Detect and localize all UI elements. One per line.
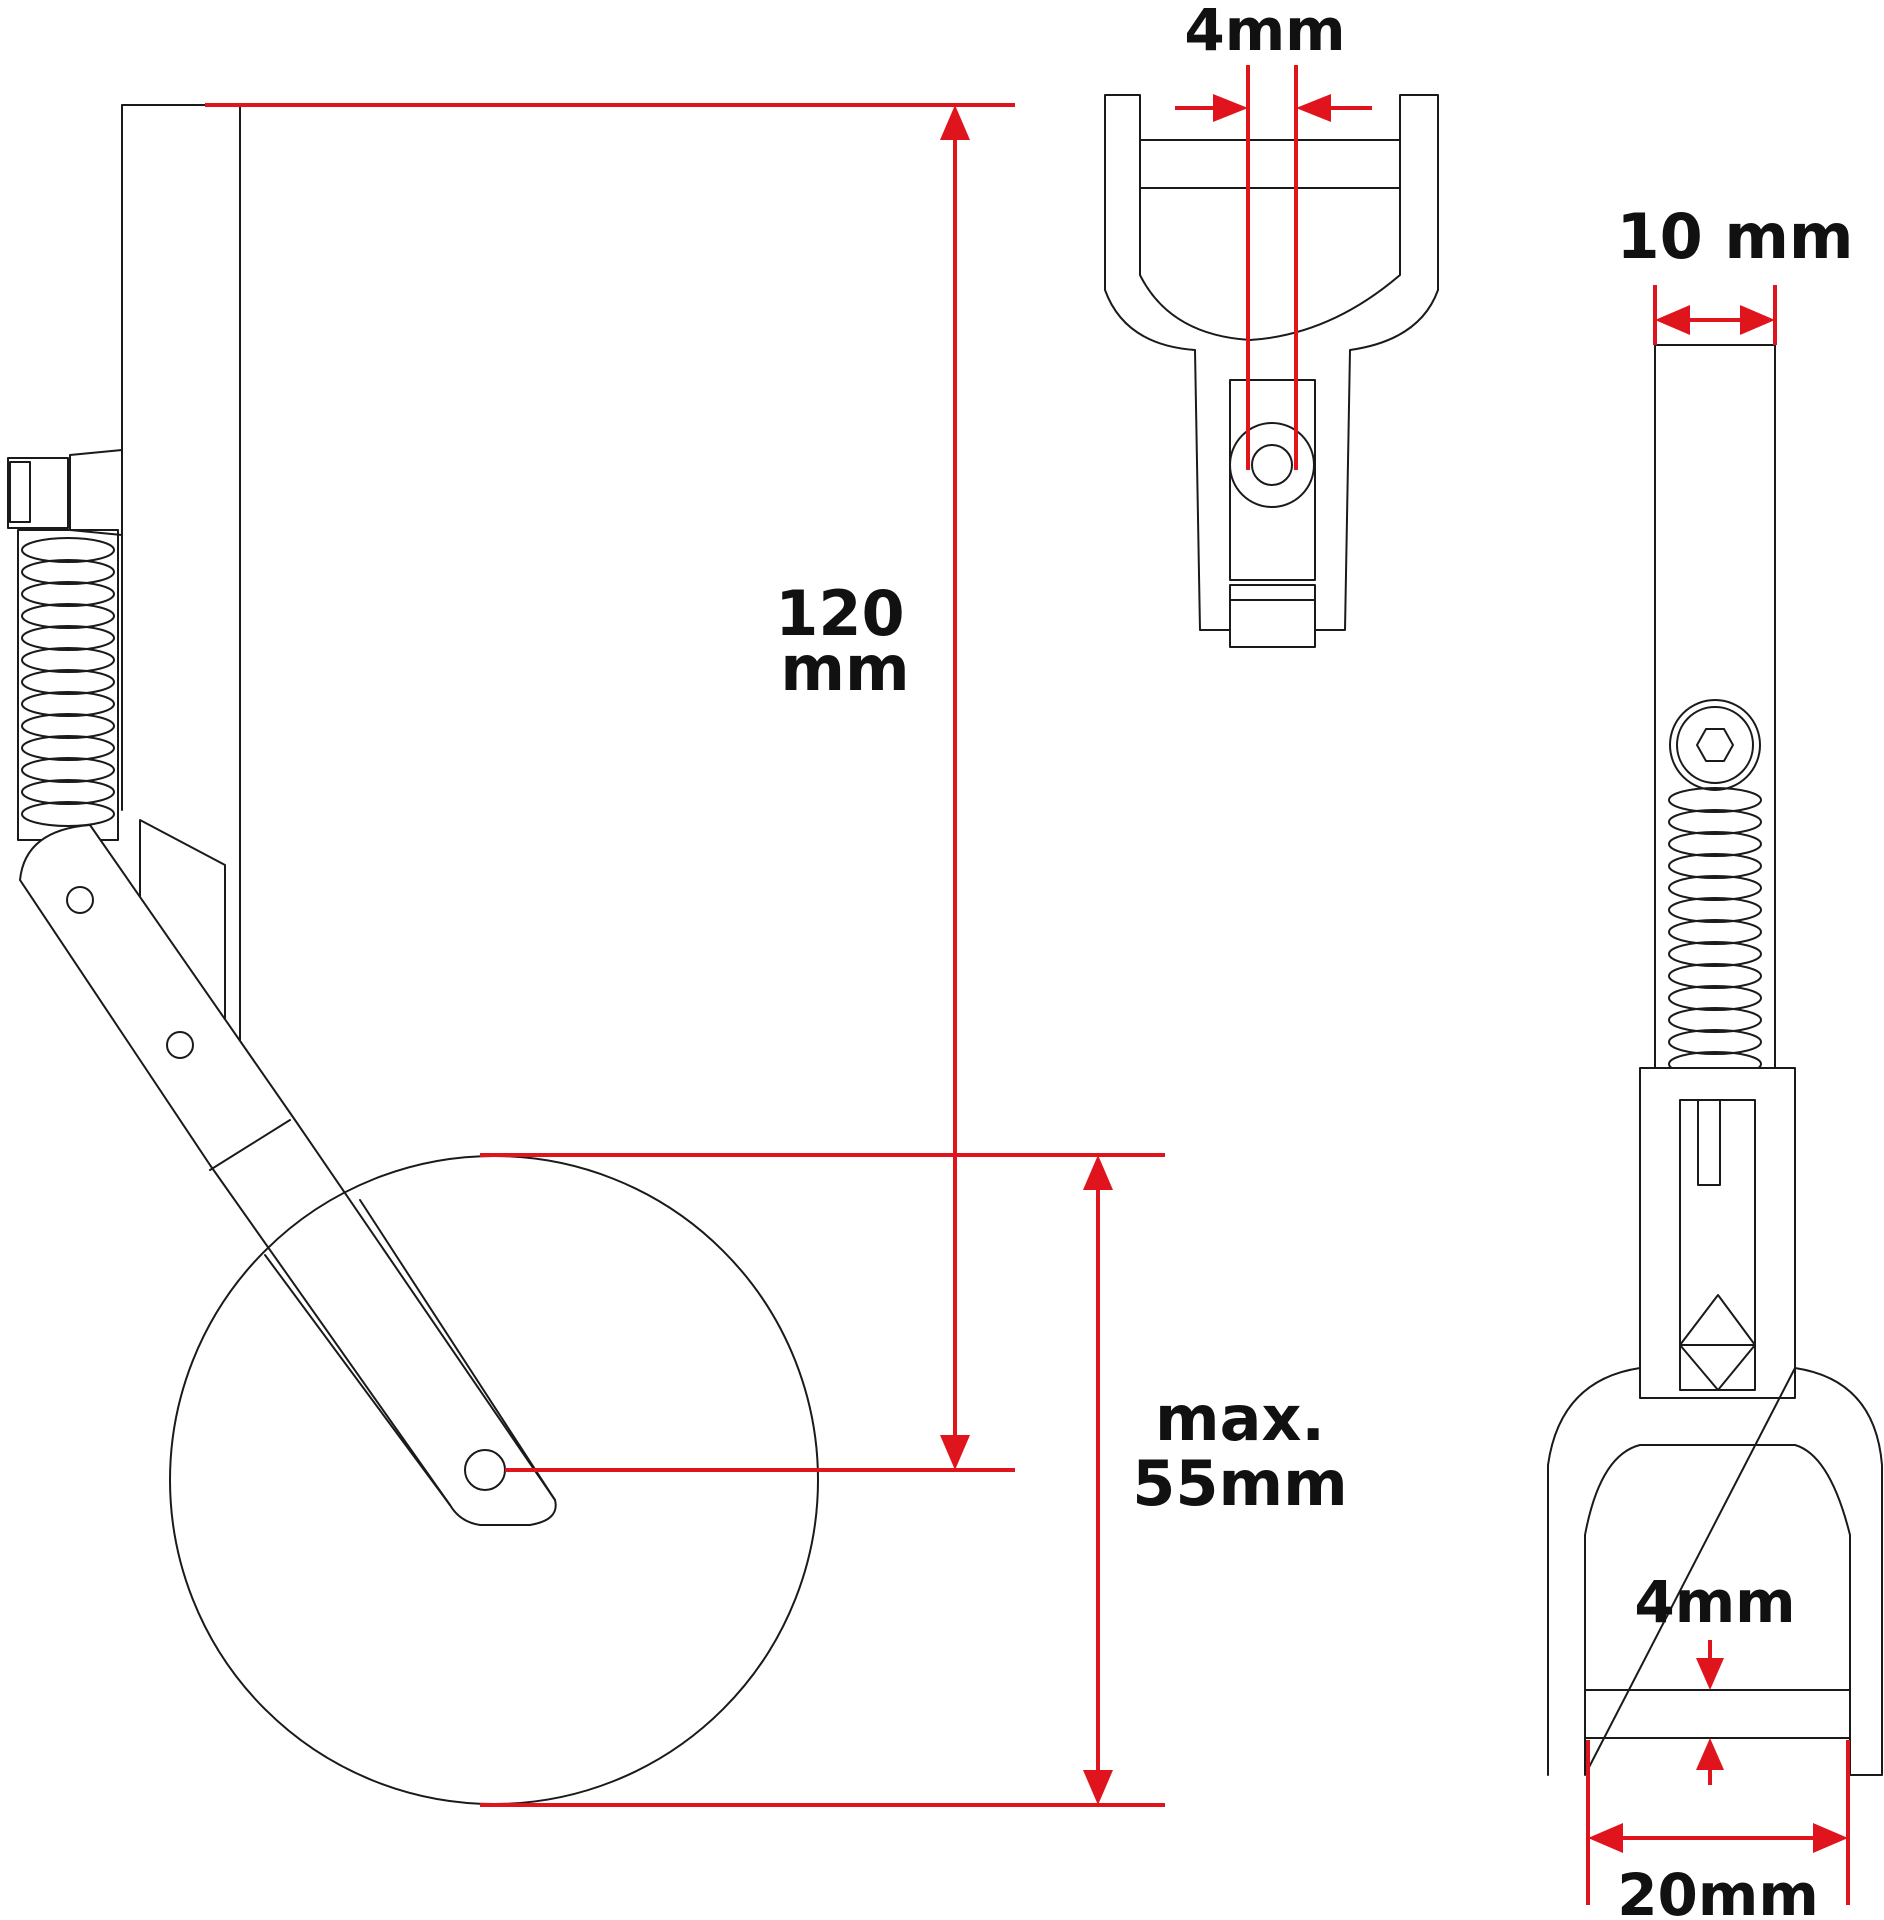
fork-width-dimension bbox=[1586, 1740, 1850, 1905]
axle-hole bbox=[464, 1449, 506, 1491]
fork-width-label: 20mm bbox=[1617, 1861, 1819, 1920]
spring-coil bbox=[1668, 875, 1762, 901]
spring-anchor-block bbox=[7, 457, 69, 529]
slot-top-label: 4mm bbox=[1184, 0, 1345, 64]
spring-coil bbox=[21, 713, 115, 739]
arm-width-label: 10 mm bbox=[1616, 200, 1853, 273]
height-label-unit: mm bbox=[780, 632, 909, 705]
arrow-up bbox=[940, 105, 970, 140]
arrow-down bbox=[1083, 1770, 1113, 1805]
arrow-right bbox=[1213, 94, 1248, 122]
top-view bbox=[1104, 94, 1439, 648]
spring-coil bbox=[1668, 963, 1762, 989]
spring-coil bbox=[1668, 853, 1762, 879]
spring-coil bbox=[21, 757, 115, 783]
side-spring bbox=[17, 529, 119, 841]
spring-coil bbox=[21, 581, 115, 607]
front-bolt-head bbox=[1669, 699, 1761, 791]
spring-coil bbox=[21, 691, 115, 717]
front-spring bbox=[1668, 787, 1762, 1077]
front-view bbox=[1547, 344, 1883, 1776]
arrow-right bbox=[1813, 1823, 1848, 1853]
spring-coil bbox=[21, 669, 115, 695]
spring-coil bbox=[21, 603, 115, 629]
arrow-left bbox=[1655, 305, 1690, 335]
top-fork-outline bbox=[1104, 94, 1439, 631]
arm-pivot-hole bbox=[66, 886, 94, 914]
spring-coil bbox=[1668, 1029, 1762, 1055]
height-dimension bbox=[205, 103, 1015, 1472]
arm-edge-left bbox=[264, 1254, 451, 1506]
arrow-right bbox=[1740, 305, 1775, 335]
arm-edge-right bbox=[359, 1199, 556, 1501]
spring-coil bbox=[1668, 809, 1762, 835]
wheel-label-prefix: max. bbox=[1155, 1382, 1325, 1455]
height-label-value: 120 bbox=[775, 577, 904, 650]
arm-middle-hole bbox=[166, 1031, 194, 1059]
spring-coil bbox=[21, 801, 115, 827]
top-bolt-inner bbox=[1251, 444, 1293, 486]
spring-coil bbox=[21, 559, 115, 585]
wheel-label-value: 55mm bbox=[1132, 1447, 1348, 1520]
spring-coil bbox=[21, 647, 115, 673]
arm-width-dimension bbox=[1653, 285, 1777, 345]
slot-top-dimension bbox=[1175, 65, 1372, 470]
top-clamp-foot bbox=[1229, 584, 1316, 648]
spring-coil bbox=[1668, 787, 1762, 813]
spring-anchor-detail bbox=[9, 461, 31, 523]
front-fork bbox=[1547, 1367, 1883, 1776]
spring-coil bbox=[1668, 985, 1762, 1011]
fork-slot-label: 4mm bbox=[1634, 1568, 1795, 1636]
spring-coil bbox=[1668, 919, 1762, 945]
arrow-down bbox=[940, 1435, 970, 1470]
swing-arm bbox=[19, 824, 557, 1526]
arrow-up bbox=[1696, 1738, 1724, 1770]
fork-slot-dimension bbox=[1696, 1640, 1724, 1785]
front-lower-block bbox=[1639, 1067, 1796, 1399]
spring-coil bbox=[21, 735, 115, 761]
spring-coil bbox=[21, 537, 115, 563]
arrow-left bbox=[1588, 1823, 1623, 1853]
wheel-dimension bbox=[480, 1153, 1165, 1807]
arrow-down bbox=[1696, 1658, 1724, 1690]
spring-coil bbox=[1668, 897, 1762, 923]
hex-socket-icon bbox=[1696, 728, 1734, 762]
spring-coil bbox=[1668, 831, 1762, 857]
spring-coil bbox=[21, 779, 115, 805]
spring-coil bbox=[1668, 1007, 1762, 1033]
front-key bbox=[1697, 1099, 1721, 1186]
spring-coil bbox=[1668, 941, 1762, 967]
spring-coil bbox=[21, 625, 115, 651]
arrow-left bbox=[1296, 94, 1331, 122]
arm-joint-line bbox=[209, 1119, 291, 1171]
side-view bbox=[7, 104, 819, 1805]
front-bolt-rim bbox=[1676, 706, 1754, 784]
arrow-up bbox=[1083, 1155, 1113, 1190]
